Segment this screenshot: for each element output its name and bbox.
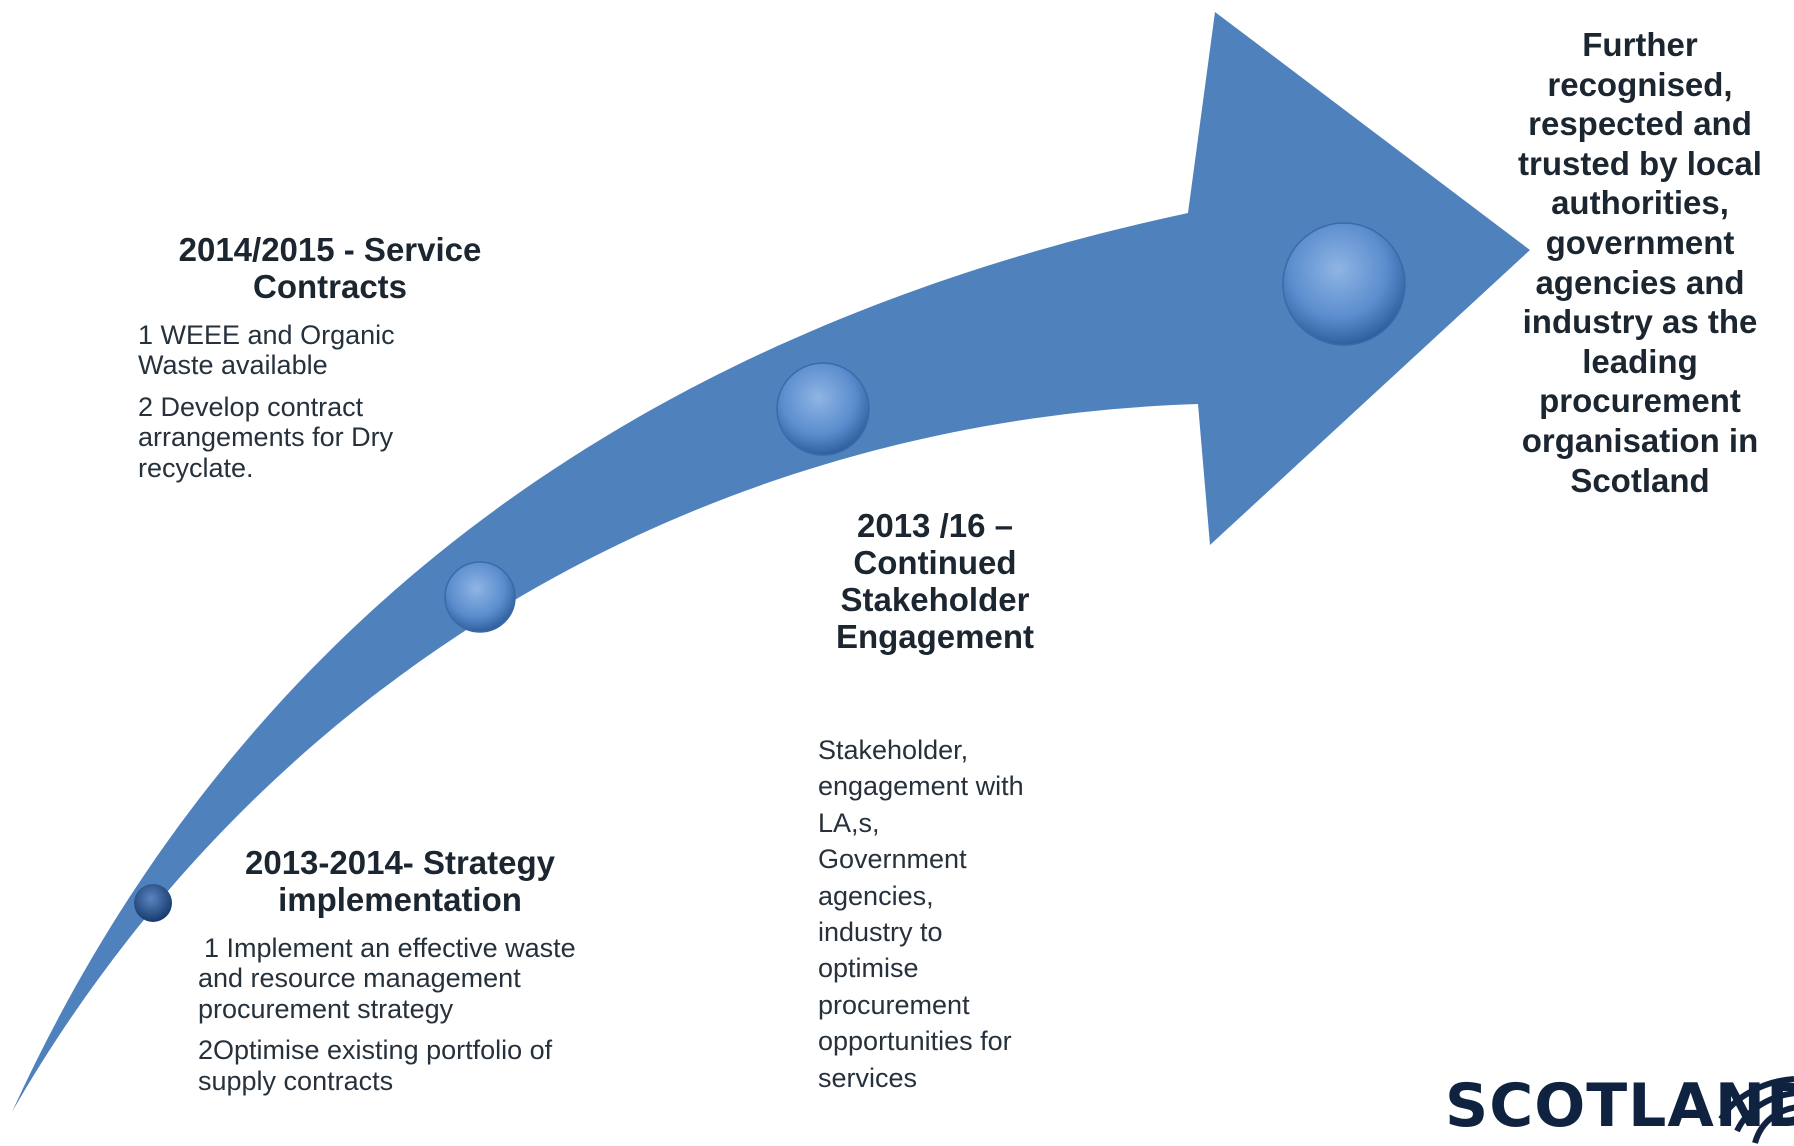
stage-item: 1 WEEE and Organic Waste available [138,319,395,381]
logo-swoosh-icon [1718,1076,1794,1144]
milestone-circle-1 [444,561,516,633]
milestone-circle-3 [1282,222,1406,346]
stage-item: 1 Implement an effective waste and resou… [198,932,576,1024]
stage-service-contracts: 2014/2015 - Service Contracts 1 WEEE and… [130,231,530,494]
stage-heading: 2014/2015 - Service Contracts [178,231,482,305]
stage-item: 2 Develop contract arrangements for Dry … [138,391,394,483]
scotland-logo: SCOTLAND [1445,1067,1794,1146]
stage-item: 2Optimise existing portfolio of supply c… [198,1035,553,1096]
milestone-circle-2 [776,362,870,456]
stage-item: Stakeholder, engagement with LA,s, Gover… [818,734,1024,1093]
stage-strategy-implementation: 2013-2014- Strategy implementation 1 Imp… [190,844,610,1107]
stage-heading: 2013-2014- Strategy implementation [244,844,556,918]
goal-statement: Further recognised, respected and truste… [1518,26,1762,499]
stage-stakeholder-engagement: 2013 /16 – Continued Stakeholder Engagem… [800,507,1070,1107]
stage-items: Stakeholder, engagement with LA,s, Gover… [800,732,1028,1096]
milestone-dot [134,884,172,922]
stage-items: 1 Implement an effective waste and resou… [190,933,598,1097]
stage-items: 1 WEEE and Organic Waste available 2 Dev… [130,320,448,484]
stage-heading: 2013 /16 – Continued Stakeholder Engagem… [835,507,1035,655]
curved-arrow [12,12,1530,1112]
